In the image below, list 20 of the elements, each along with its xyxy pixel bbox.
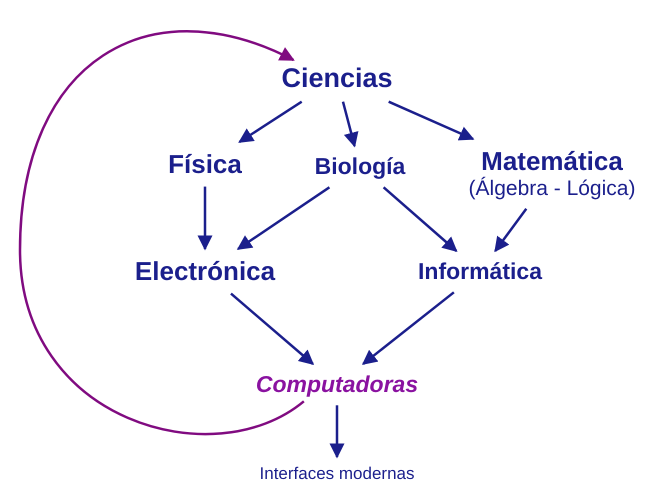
node-label: Matemática	[481, 147, 623, 176]
arrow	[238, 100, 302, 144]
arrow	[362, 291, 455, 365]
arrow	[342, 101, 358, 148]
node-label: Biología	[314, 154, 406, 180]
arrow	[18, 30, 305, 435]
node-label: Interfaces modernas	[260, 465, 414, 484]
node-label: Física	[168, 150, 242, 179]
node-label: Informática	[418, 259, 542, 284]
arrow	[388, 100, 474, 140]
node-label: Ciencias	[281, 64, 393, 94]
arrow	[236, 186, 330, 250]
arrow	[198, 186, 212, 250]
arrow	[230, 292, 314, 365]
node-label: Electrónica	[134, 257, 276, 286]
arrow	[382, 186, 458, 252]
node-label: Computadoras	[256, 372, 418, 398]
arrow	[330, 405, 344, 458]
node-subtitle: (Álgebra - Lógica)	[468, 176, 636, 201]
arrow	[494, 208, 528, 252]
